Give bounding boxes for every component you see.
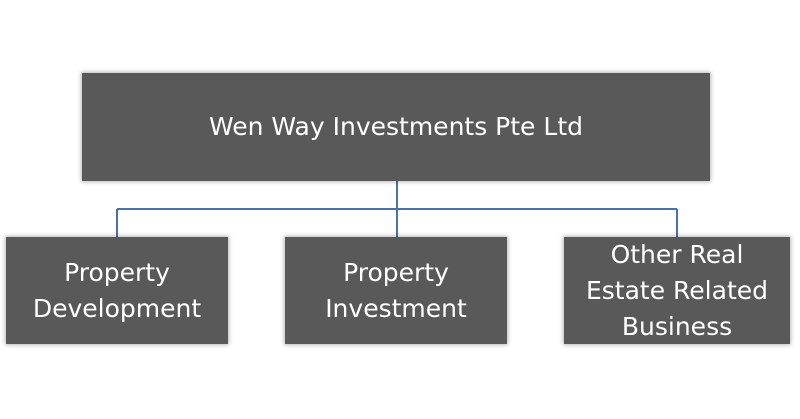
child-node-other-real-estate: Other Real Estate Related Business [564, 237, 790, 344]
child-node-label: Property Development [32, 257, 202, 323]
root-node-label: Wen Way Investments Pte Ltd [209, 112, 583, 141]
child-node-label: Property Investment [325, 257, 467, 323]
root-node: Wen Way Investments Pte Ltd [82, 73, 710, 181]
child-node-property-development: Property Development [6, 237, 228, 344]
child-node-property-investment: Property Investment [285, 237, 507, 344]
child-node-label: Other Real Estate Related Business [585, 239, 769, 341]
